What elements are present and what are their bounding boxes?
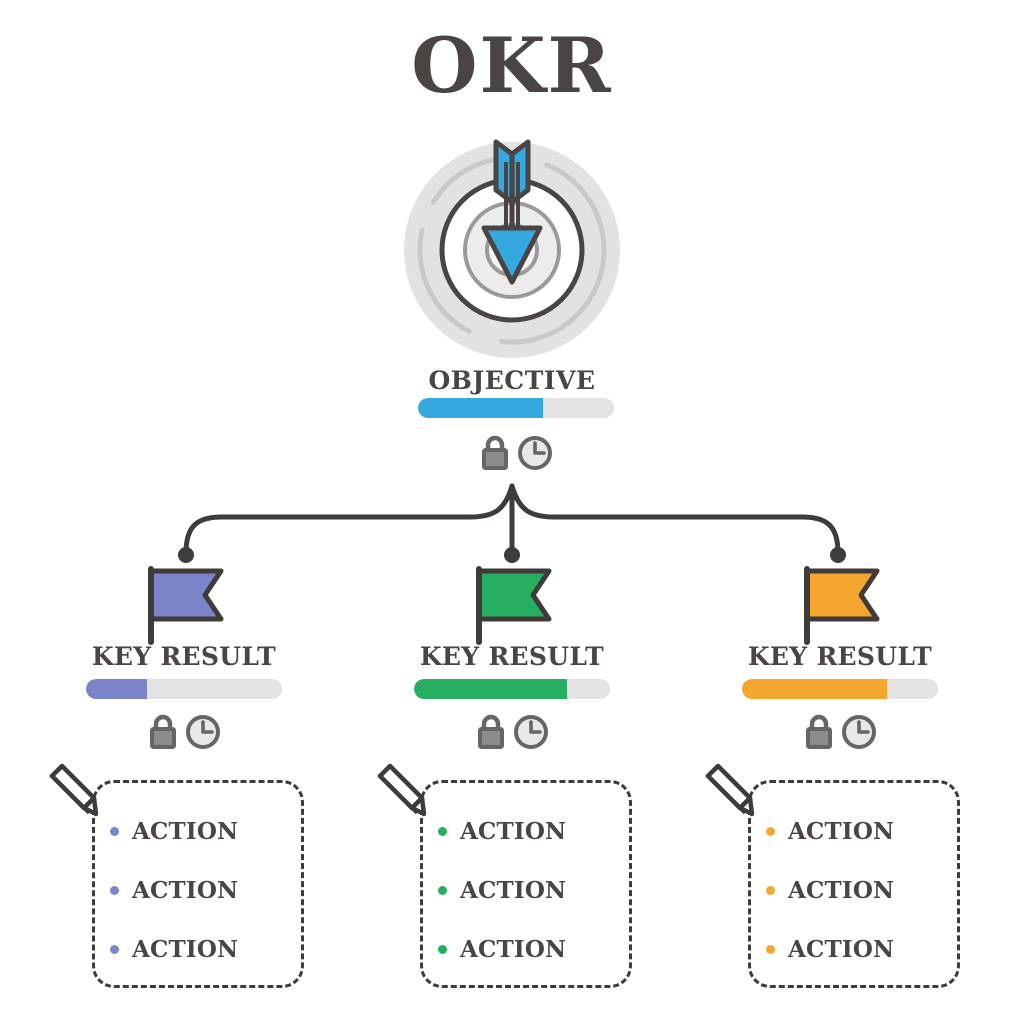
bullet-dot [110, 945, 119, 954]
action-label: ACTION [132, 818, 239, 845]
key-result-status-icons [348, 709, 676, 753]
list-item: ACTION [110, 861, 320, 920]
list-item: ACTION [438, 920, 648, 979]
key-result-progress-fill [86, 679, 147, 699]
flag-icon [348, 566, 676, 645]
bullet-dot [438, 945, 447, 954]
action-area: ACTION ACTION ACTION [370, 762, 670, 1008]
lock-icon [147, 712, 179, 750]
key-result-progress-fill [414, 679, 567, 699]
action-list: ACTION ACTION ACTION [438, 802, 648, 979]
key-result-label: KEY RESULT [91, 642, 277, 671]
action-label: ACTION [460, 818, 567, 845]
action-box [748, 780, 960, 988]
key-result-status-icons [20, 709, 348, 753]
list-item: ACTION [110, 802, 320, 861]
bullet-dot [766, 945, 775, 954]
flag-icon [676, 566, 1004, 645]
bullet-dot [438, 827, 447, 836]
list-item: ACTION [766, 861, 976, 920]
action-label: ACTION [132, 877, 239, 904]
clock-icon [184, 712, 222, 750]
key-result-label: KEY RESULT [419, 642, 605, 671]
action-area: ACTION ACTION ACTION [698, 762, 998, 1008]
clock-icon [512, 712, 550, 750]
key-result-column: KEY RESULT [348, 566, 676, 753]
objective-label: OBJECTIVE [428, 366, 596, 395]
bullet-dot [766, 827, 775, 836]
key-result-progress-fill [742, 679, 888, 699]
action-label: ACTION [788, 936, 895, 963]
flag-icon [20, 566, 348, 645]
page-title: OKR [411, 21, 613, 110]
bullet-dot [110, 886, 119, 895]
bullet-dot [438, 886, 447, 895]
key-result-column: KEY RESULT [20, 566, 348, 753]
list-item: ACTION [438, 802, 648, 861]
key-result-progress-bar [742, 679, 938, 699]
list-item: ACTION [766, 802, 976, 861]
key-result-column: KEY RESULT [676, 566, 1004, 753]
pencil-icon [370, 762, 432, 824]
action-list: ACTION ACTION ACTION [110, 802, 320, 979]
action-box [92, 780, 304, 988]
action-label: ACTION [460, 936, 567, 963]
clock-icon [840, 712, 878, 750]
key-result-progress-bar [86, 679, 282, 699]
lock-icon [475, 712, 507, 750]
objective-status-icons [416, 430, 616, 474]
action-area: ACTION ACTION ACTION [42, 762, 342, 1008]
objective-progress-bar [418, 398, 614, 418]
key-result-label: KEY RESULT [747, 642, 933, 671]
brace-connector [0, 470, 1024, 580]
pencil-icon [42, 762, 104, 824]
action-label: ACTION [788, 877, 895, 904]
key-result-progress-bar [414, 679, 610, 699]
action-label: ACTION [132, 936, 239, 963]
action-label: ACTION [788, 818, 895, 845]
target-with-arrow-icon [392, 132, 632, 362]
list-item: ACTION [438, 861, 648, 920]
list-item: ACTION [110, 920, 320, 979]
list-item: ACTION [766, 920, 976, 979]
lock-icon [479, 433, 511, 471]
pencil-icon [698, 762, 760, 824]
action-list: ACTION ACTION ACTION [766, 802, 976, 979]
bullet-dot [766, 886, 775, 895]
clock-icon [516, 433, 554, 471]
action-box [420, 780, 632, 988]
bullet-dot [110, 827, 119, 836]
key-result-status-icons [676, 709, 1004, 753]
lock-icon [803, 712, 835, 750]
objective-progress-fill [418, 398, 544, 418]
action-label: ACTION [460, 877, 567, 904]
